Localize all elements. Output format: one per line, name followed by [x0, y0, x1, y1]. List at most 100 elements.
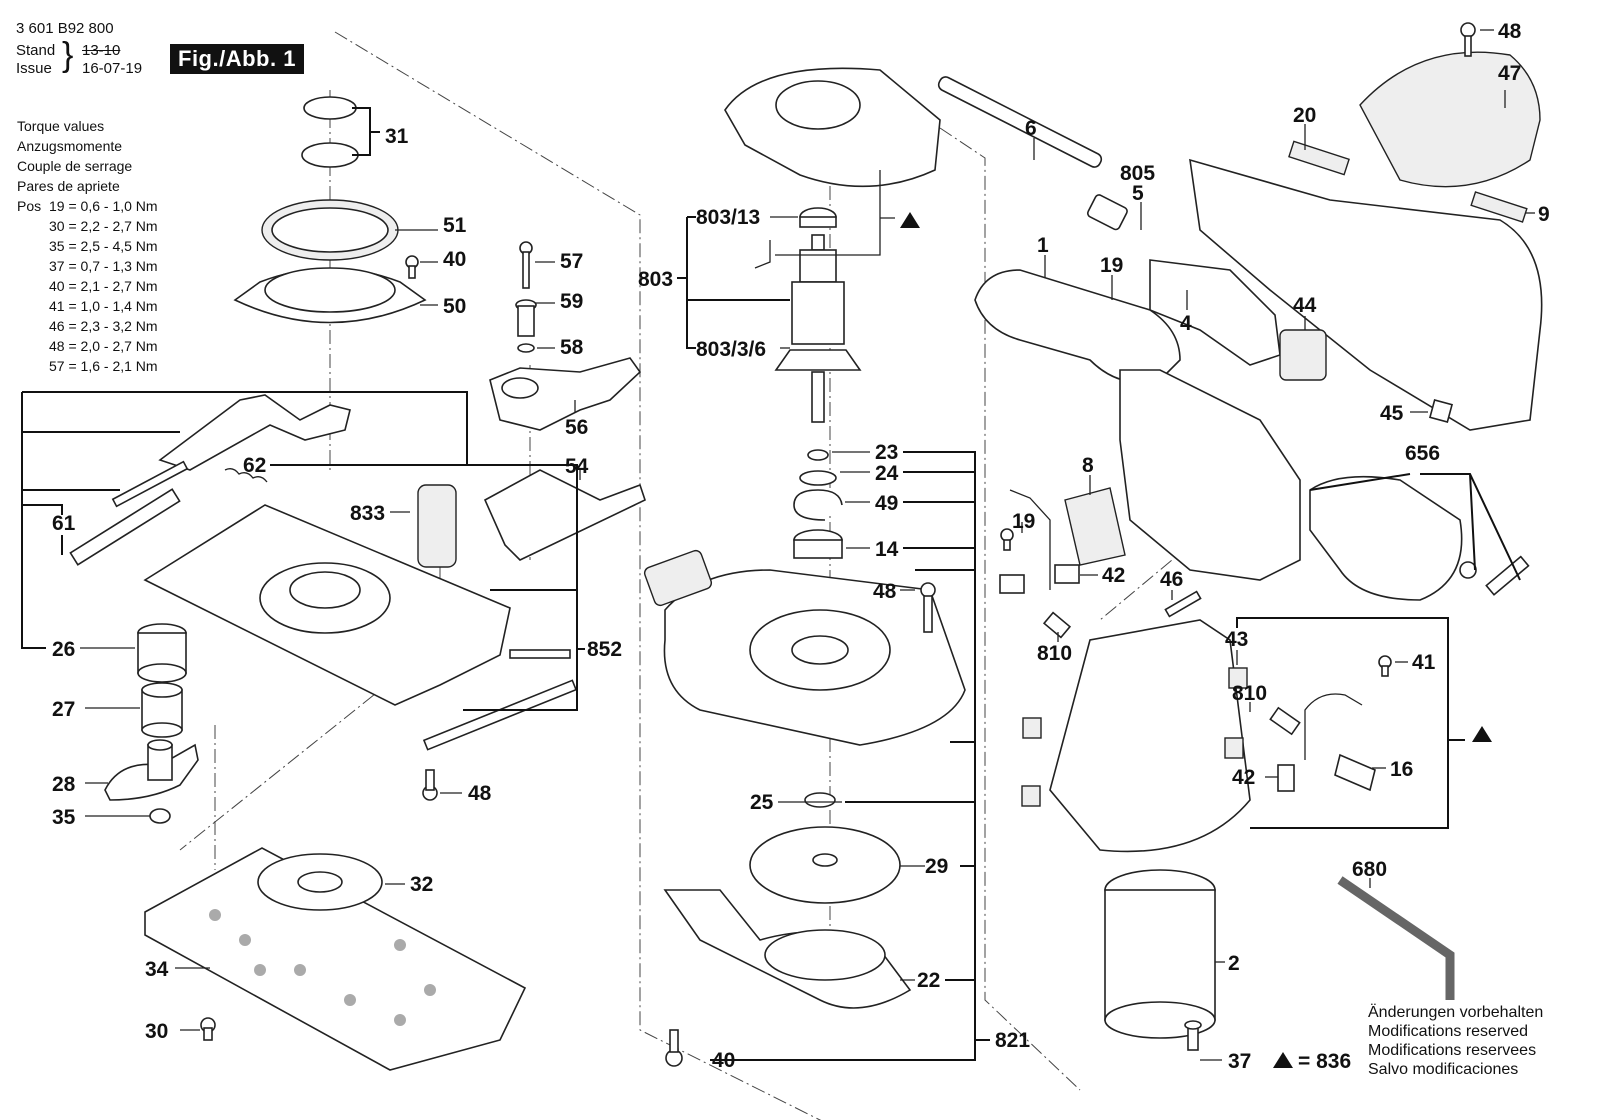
- leader-line: [1304, 693, 1363, 760]
- callout-59: 59: [560, 290, 583, 313]
- callout-48: 48: [468, 782, 492, 805]
- part-8-label: [1064, 487, 1126, 566]
- callout-803-13: 803/13: [696, 206, 760, 229]
- brace-icon: }: [62, 36, 74, 74]
- callout-45: 45: [1380, 402, 1404, 425]
- torque-row: 46 = 2,3 - 3,2 Nm: [49, 318, 158, 334]
- part-shape: [1334, 753, 1376, 792]
- part-61-rod: [69, 488, 181, 566]
- callout-9: 9: [1538, 203, 1550, 226]
- torque-title-es: Pares de apriete: [17, 178, 120, 194]
- part-20-label: [1288, 140, 1350, 176]
- part-shape: [271, 207, 389, 253]
- old-date: 13-10: [82, 42, 121, 59]
- torque-title-de: Anzugsmomente: [17, 138, 123, 154]
- part-shape: [799, 216, 837, 228]
- part-shape: [811, 371, 825, 423]
- callout-57: 57: [560, 250, 583, 273]
- part-31-ring-upper: [303, 96, 357, 120]
- callout-46: 46: [1160, 568, 1183, 591]
- leader-line: [754, 240, 771, 269]
- part-shape: [1459, 561, 1477, 579]
- callout-43: 43: [1225, 628, 1248, 651]
- part-shape: [1022, 717, 1042, 739]
- callout-40: 40: [443, 248, 466, 271]
- torque-row: 19 = 0,6 - 1,0 Nm: [49, 198, 158, 214]
- callout-6: 6: [1025, 117, 1037, 140]
- callout-23: 23: [875, 441, 898, 464]
- callout-31: 31: [385, 125, 409, 148]
- callout-54: 54: [565, 455, 589, 478]
- part-shape: [920, 582, 936, 598]
- callout-35: 35: [52, 806, 76, 829]
- torque-row: 57 = 1,6 - 2,1 Nm: [49, 358, 158, 374]
- part-shape: [1485, 555, 1530, 596]
- part-number: 3 601 B92 800: [16, 20, 114, 37]
- part-shape: [137, 663, 187, 683]
- callout-4: 4: [1180, 312, 1192, 335]
- part-34-sanding-pad: [144, 847, 527, 1071]
- part-shape: [791, 635, 849, 665]
- part-shape: [289, 571, 361, 609]
- triangle-marker-icon: [1472, 726, 1492, 742]
- torque-table: Torque values Anzugsmomente Couple de se…: [17, 116, 158, 376]
- part-shape: [793, 489, 843, 521]
- callout-58: 58: [560, 336, 584, 359]
- callout-8: 8: [1082, 454, 1094, 477]
- callout-810: 810: [1037, 642, 1072, 665]
- bracket-line: [576, 600, 585, 650]
- bracket-line: [1337, 876, 1455, 1000]
- bracket-line: [1236, 617, 1465, 829]
- part-shape: [1277, 764, 1295, 792]
- callout-22: 22: [917, 969, 940, 992]
- part-shape: [1428, 398, 1454, 424]
- part-shape: [1381, 665, 1389, 677]
- part-shape: [522, 251, 530, 289]
- pad-hole: [394, 939, 406, 951]
- part-803-armature: [791, 281, 845, 345]
- part-shape: [509, 649, 571, 659]
- part-shape: [501, 377, 539, 399]
- torque-row: 35 = 2,5 - 4,5 Nm: [49, 238, 158, 254]
- part-field-housing: [1049, 619, 1251, 853]
- part-shape: [422, 679, 578, 751]
- part-9-label: [1470, 191, 1528, 223]
- modifications-notice: Änderungen vorbehalten Modifications res…: [1368, 1004, 1544, 1078]
- part-shape: [1054, 564, 1080, 584]
- callout-27: 27: [52, 698, 75, 721]
- bracket-line: [352, 107, 380, 156]
- assembly-guide-line: [334, 31, 822, 1120]
- part-2-stator: [1104, 889, 1216, 1021]
- part-56-lever: [489, 357, 642, 431]
- part-shape: [264, 267, 396, 313]
- part-shape: [804, 792, 836, 808]
- torque-title-en: Torque values: [17, 118, 105, 134]
- part-44-knob: [1279, 329, 1327, 381]
- part-shape: [1086, 194, 1128, 231]
- callout-28: 28: [52, 773, 76, 796]
- bracket-line: [710, 451, 990, 1061]
- part-47-grille: [1359, 51, 1541, 188]
- leader-line: [775, 170, 895, 256]
- part-shape: [764, 929, 886, 981]
- part-shape: [1042, 611, 1072, 639]
- pad-hole: [394, 1014, 406, 1026]
- callout-41: 41: [1412, 651, 1436, 674]
- part-shape: [812, 853, 838, 867]
- triangle-marker-icon: [900, 212, 920, 228]
- part-54-clamp: [483, 469, 646, 561]
- callout-5: 5: [1132, 182, 1144, 205]
- issue-date: 16-07-19: [82, 60, 143, 77]
- part-6-cable: [937, 76, 1103, 168]
- torque-row: 41 = 1,0 - 1,4 Nm: [49, 298, 158, 314]
- callout-47: 47: [1498, 62, 1521, 85]
- stand-label: Stand: [16, 42, 56, 59]
- callout-48: 48: [1498, 20, 1522, 43]
- triangle-legend-text: = 836: [1298, 1050, 1351, 1073]
- callout-852: 852: [587, 638, 622, 661]
- torque-row: 48 = 2,0 - 2,7 Nm: [49, 338, 158, 354]
- triangle-legend-icon: [1273, 1052, 1293, 1068]
- issue-label: Issue: [16, 60, 52, 77]
- part-shape: [147, 744, 173, 781]
- part-shape: [793, 539, 843, 559]
